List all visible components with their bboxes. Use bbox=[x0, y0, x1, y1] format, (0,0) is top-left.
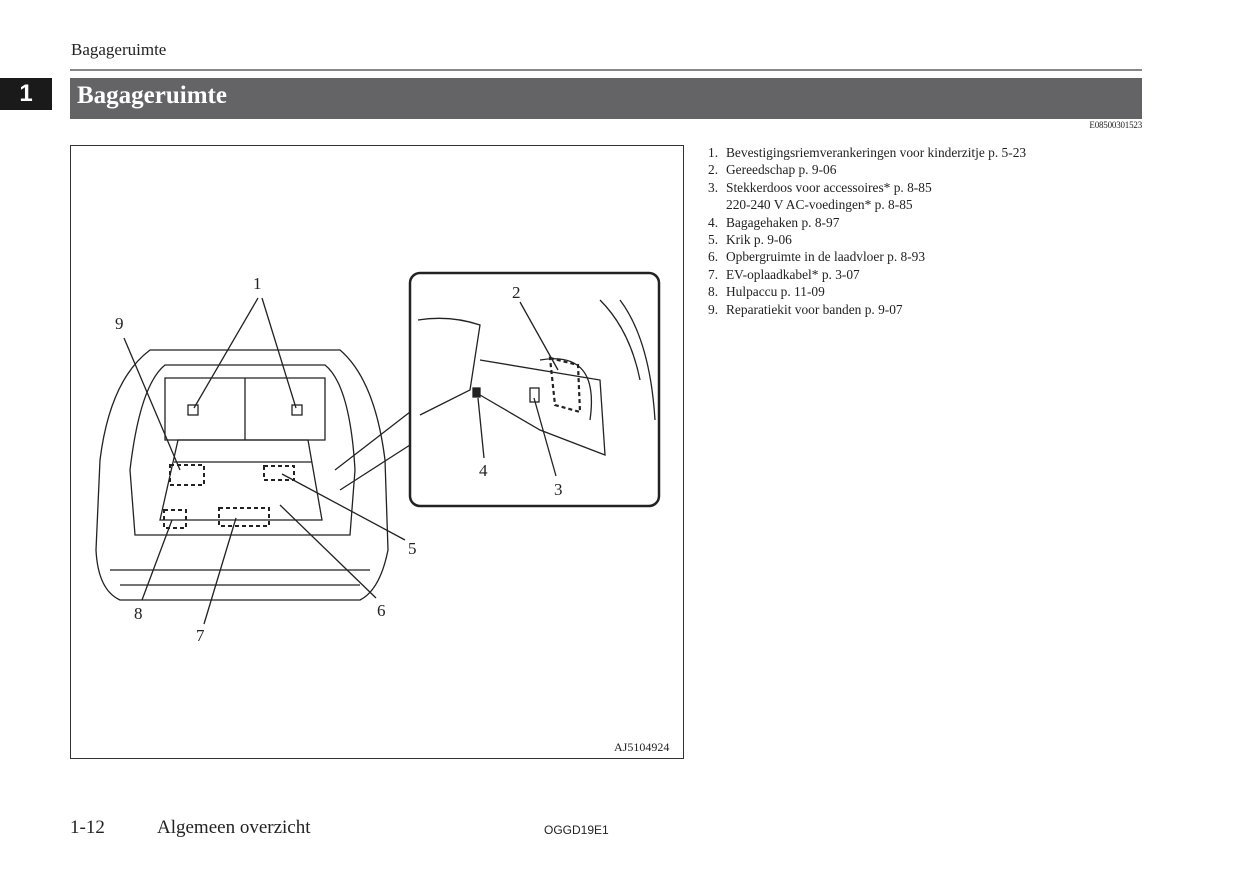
legend-item: 4.Bagagehaken p. 8-97 bbox=[708, 214, 840, 230]
legend-item: 8.Hulpaccu p. 11-09 bbox=[708, 284, 825, 300]
legend-item: 9.Reparatiekit voor banden p. 9-07 bbox=[708, 301, 903, 317]
rear-seat-back bbox=[164, 377, 326, 441]
section-title-bar: Bagageruimte bbox=[70, 78, 1142, 119]
inset-pointer bbox=[334, 411, 411, 491]
ev-cable-area bbox=[218, 507, 270, 527]
cargo-floor bbox=[159, 439, 323, 521]
anchor-right bbox=[291, 404, 303, 416]
callout-8: 8 bbox=[134, 604, 143, 623]
legend-item: 220-240 V AC-voedingen* p. 8-85 bbox=[726, 197, 913, 213]
legend-list: 1.Bevestigingsriemverankeringen voor kin… bbox=[708, 144, 1026, 318]
luggage-compartment-figure bbox=[70, 145, 684, 759]
jack-area bbox=[263, 465, 295, 481]
callout-7: 7 bbox=[196, 626, 205, 645]
legend-item: 2.Gereedschap p. 9-06 bbox=[708, 162, 837, 178]
figure-code: AJ5104924 bbox=[614, 740, 670, 754]
callout-6: 6 bbox=[377, 601, 386, 620]
footer-section: Algemeen overzicht bbox=[157, 817, 311, 838]
detail-inset bbox=[408, 271, 661, 508]
callout-2: 2 bbox=[512, 283, 521, 302]
legend-item: 7.EV-oplaadkabel* p. 3-07 bbox=[708, 266, 860, 282]
callout-9: 9 bbox=[115, 314, 124, 333]
car-body-outline bbox=[95, 349, 389, 601]
legend-item: 5.Krik p. 9-06 bbox=[708, 232, 792, 248]
page-number: 1-12 bbox=[70, 817, 105, 838]
chapter-tab: 1 bbox=[0, 78, 52, 110]
anchor-left bbox=[187, 404, 199, 416]
callout-4: 4 bbox=[479, 461, 488, 480]
header-divider bbox=[70, 69, 1142, 71]
aux-battery-area bbox=[163, 509, 187, 529]
legend-item: 6.Opbergruimte in de laadvloer p. 8-93 bbox=[708, 249, 926, 265]
callout-1: 1 bbox=[253, 274, 262, 293]
running-head: Bagageruimte bbox=[71, 40, 167, 59]
callout-5: 5 bbox=[408, 539, 417, 558]
callout-3: 3 bbox=[554, 480, 563, 499]
legend-item: 3.Stekkerdoos voor accessoires* p. 8-85 bbox=[708, 179, 932, 195]
section-code: E08500301523 bbox=[1089, 120, 1142, 130]
document-code: OGGD19E1 bbox=[544, 823, 609, 837]
section-title: Bagageruimte bbox=[77, 82, 227, 109]
tire-repair-kit-area bbox=[169, 464, 205, 486]
legend-item: 1.Bevestigingsriemverankeringen voor kin… bbox=[708, 145, 1027, 160]
